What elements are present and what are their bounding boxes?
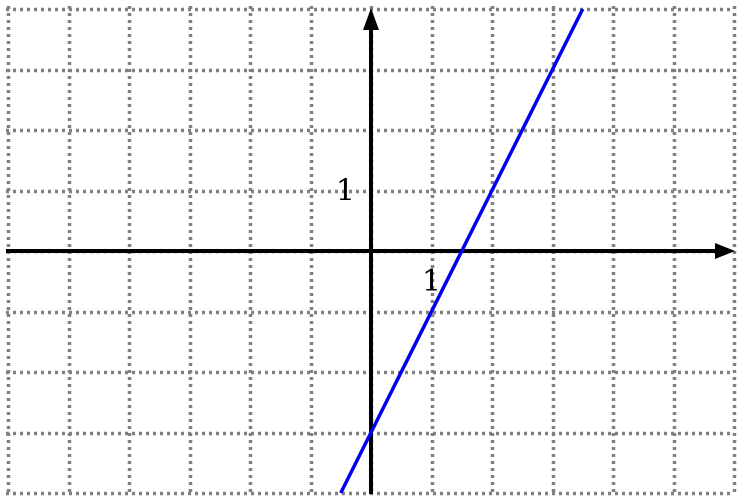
x-tick-label: 1 [422, 264, 441, 299]
y-tick-label: 1 [336, 174, 355, 209]
x-axis-arrow [715, 243, 735, 259]
series-line [339, 8, 585, 494]
y-axis-arrow [363, 8, 379, 30]
series-group [339, 8, 585, 494]
axes [6, 8, 735, 494]
tick-labels: 11 [336, 174, 441, 300]
